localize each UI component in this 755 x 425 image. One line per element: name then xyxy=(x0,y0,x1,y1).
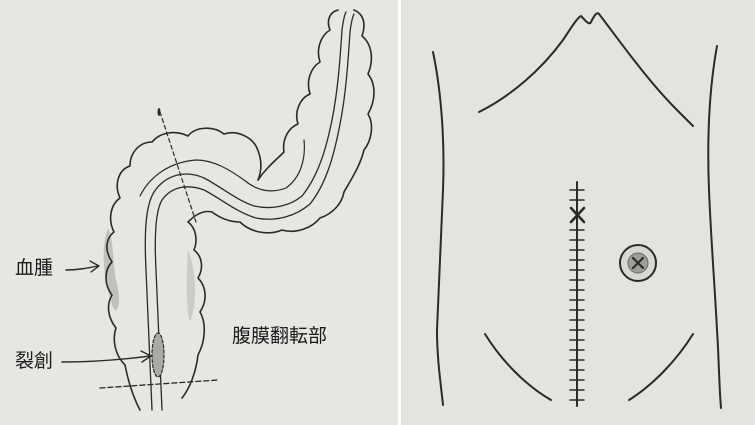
dashed-line-top-end xyxy=(158,108,161,116)
colon-drawing xyxy=(0,0,398,425)
peritoneal-reflection-label: 腹膜翻転部 xyxy=(232,327,327,346)
abdomen-drawing xyxy=(401,0,755,425)
inguinal-line-left xyxy=(485,334,551,400)
colon-lumen-line-b xyxy=(155,14,354,410)
hematoma-arrow xyxy=(66,261,99,272)
colon-illustration-panel: 血腫 裂創 腹膜翻転部 xyxy=(0,0,398,425)
colon-upper-loop-inner xyxy=(344,10,374,192)
torso-right-outline xyxy=(708,46,721,408)
hematoma-label: 血腫 xyxy=(15,259,53,278)
colon-outer-wall-left xyxy=(106,128,261,410)
colon-lumen-line-a xyxy=(145,12,346,410)
abdomen-illustration-panel xyxy=(401,0,755,425)
laceration-label: 裂創 xyxy=(15,352,53,371)
torso-left-outline xyxy=(433,52,444,405)
laceration-arrow xyxy=(62,351,151,362)
rib-margin xyxy=(479,13,693,126)
colon-inner-fold xyxy=(140,140,304,196)
colon-outer-wall-right xyxy=(182,192,344,398)
inguinal-line-right xyxy=(629,334,693,400)
colon-upper-loop-outer xyxy=(258,10,338,180)
dashed-line-top xyxy=(160,112,196,222)
laceration-mark xyxy=(152,333,164,377)
hematoma-shading-right xyxy=(187,250,195,322)
peritoneal-reflection-line xyxy=(100,380,218,388)
